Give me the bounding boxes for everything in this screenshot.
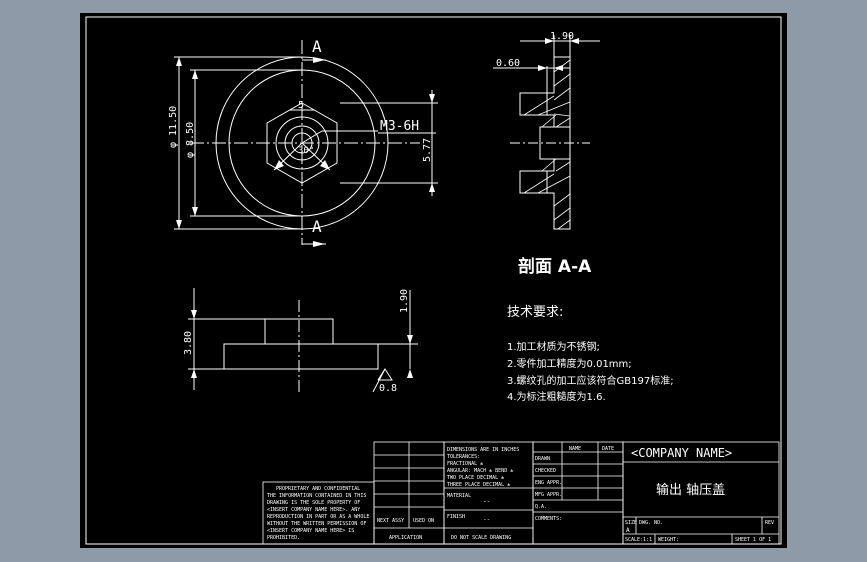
arrow-side-top-top: [407, 335, 413, 344]
side-view: [188, 288, 418, 395]
proprietary-line-2: THE INFORMATION CONTAINED IN THIS: [267, 493, 366, 499]
title-block-grid: [262, 441, 780, 545]
dim-hex-flat-label: 5: [298, 100, 304, 111]
section-mark-top: A: [312, 37, 322, 56]
weight-label: WEIGHT:: [658, 537, 679, 543]
proprietary-line-5: REPRODUCTION IN PART OR AS A WHOLE: [267, 514, 369, 520]
section-mark-bottom: A: [312, 217, 322, 236]
proprietary-line-1: PROPRIETARY AND CONFIDENTIAL: [276, 486, 360, 492]
tolerance-line-5: TWO PLACE DECIMAL ±: [447, 475, 504, 481]
section-view-labels: 1.90 0.60 剖面 A-A: [496, 31, 592, 277]
dwg-no-label: DWG. NO.: [639, 520, 663, 526]
used-on-label: USED ON: [413, 518, 434, 524]
proprietary-line-6: WITHOUT THE WRITTEN PERMISSION OF: [267, 521, 366, 527]
arrow-outer-bottom: [176, 220, 182, 229]
dim-side-height-label: 3.80: [183, 331, 194, 355]
dim-thread-label: M3-6H: [380, 119, 419, 134]
name-header: NAME: [569, 446, 581, 452]
requirement-item-3: 3.螺纹孔的加工应该符合GB197标准;: [507, 374, 674, 387]
arrow-angle-left: [274, 160, 284, 170]
proprietary-line-7: <INSERT COMPANY NAME HERE> IS: [267, 528, 354, 534]
finish-label: FINISH: [447, 514, 465, 520]
section-view-arrows: [538, 38, 579, 71]
arrow-side-height-top: [191, 310, 197, 319]
finish-value: --: [483, 516, 490, 523]
drawing-sheet: [80, 13, 787, 548]
role-comments: COMMENTS:: [535, 516, 562, 522]
proprietary-line-3: DRAWING IS THE SOLE PROPERTY OF: [267, 500, 360, 506]
role-checked: CHECKED: [535, 468, 556, 474]
requirements-title: 技术要求:: [507, 305, 563, 320]
tolerance-line-3: FRACTIONAL ±: [447, 461, 483, 467]
scale-label: SCALE:1:1: [625, 537, 652, 543]
do-not-scale-label: DO NOT SCALE DRAWING: [451, 535, 511, 541]
section-view: [493, 35, 600, 230]
proprietary-line-4: <INSERT COMPANY NAME HERE>. ANY: [267, 507, 360, 513]
arrow-section-width-right: [570, 38, 579, 44]
arrow-outer-top: [176, 57, 182, 66]
arrow-section-offset-left: [538, 65, 547, 71]
arrow-side-height-bottom: [191, 369, 197, 378]
material-label: MATERIAL: [447, 493, 471, 499]
side-view-arrows: [191, 310, 413, 378]
roughness-leader: [372, 368, 386, 393]
role-eng-appr: ENG APPR.: [535, 480, 562, 486]
requirement-item-4: 4.为标注粗糙度为1.6.: [507, 390, 606, 403]
arrow-section-bottom: [313, 241, 325, 247]
title-block-text: PROPRIETARY AND CONFIDENTIAL THE INFORMA…: [267, 446, 774, 543]
rev-label: REV: [765, 520, 774, 526]
arrow-section-offset-right: [554, 65, 563, 71]
role-mfg-appr: MFG APPR.: [535, 492, 562, 498]
roughness-symbol: [377, 368, 393, 381]
front-view-labels: A A φ 11.50 φ 8.50 5 M3-6H 5.77 30°: [168, 37, 433, 236]
company-box: [622, 441, 780, 545]
tolerance-line-1: DIMENSIONS ARE IN INCHES: [447, 447, 519, 453]
size-value: A: [626, 527, 630, 534]
dim-outer-diameter-label: φ 11.50: [168, 106, 179, 148]
arrow-angle-right: [320, 160, 330, 170]
arrow-inner-bottom: [192, 207, 198, 216]
tolerance-line-6: THREE PLACE DECIMAL ±: [447, 482, 510, 488]
tolerance-line-2: TOLERANCES:: [447, 454, 480, 460]
side-view-flange: [223, 343, 379, 370]
role-drawn: DRAWN: [535, 456, 550, 462]
size-label: SIZE: [625, 520, 637, 526]
arrow-side-top-bottom: [407, 369, 413, 378]
arrow-section-top: [313, 57, 325, 63]
arrow-hex-bottom: [429, 183, 435, 192]
dim-section-width-label: 1.90: [550, 31, 574, 42]
dim-inner-diameter-label: φ 8.50: [185, 122, 196, 158]
application-label: APPLICATION: [389, 535, 422, 541]
dim-side-top-label: 1.90: [399, 289, 410, 313]
angle-line-top: [301, 130, 323, 144]
requirement-item-1: 1.加工材质为不锈钢;: [507, 340, 600, 353]
role-qa: Q.A.: [535, 504, 547, 510]
dim-section-offset-label: 0.60: [496, 58, 520, 69]
dim-angle-label: 30°: [298, 146, 314, 156]
tolerance-line-4: ANGULAR: MACH ± BEND ±: [447, 468, 513, 474]
tech-requirements: 技术要求: 1.加工材质为不锈钢; 2.零件加工精度为0.01mm; 3.螺纹孔…: [507, 305, 674, 403]
part-name: 输出 轴压盖: [656, 482, 725, 498]
section-title: 剖面 A-A: [518, 256, 592, 277]
material-value: --: [483, 498, 490, 505]
arrow-inner-top: [192, 70, 198, 79]
company-name: <COMPANY NAME>: [631, 446, 732, 460]
arrow-section-width-left: [545, 38, 554, 44]
front-view-arrows: [176, 57, 435, 247]
roughness-label: 0.8: [379, 383, 397, 394]
side-view-labels: 3.80 1.90 0.8: [183, 289, 410, 394]
next-assy-label: NEXT ASSY: [377, 518, 404, 524]
section-hatching: [523, 59, 571, 230]
requirement-item-2: 2.零件加工精度为0.01mm;: [507, 357, 632, 370]
arrow-hex-top: [429, 94, 435, 103]
date-header: DATE: [602, 446, 614, 452]
proprietary-line-8: PROHIBITED.: [267, 535, 300, 541]
sheet-label: SHEET 1 OF 1: [735, 537, 771, 543]
dim-hex-height-label: 5.77: [422, 138, 433, 162]
